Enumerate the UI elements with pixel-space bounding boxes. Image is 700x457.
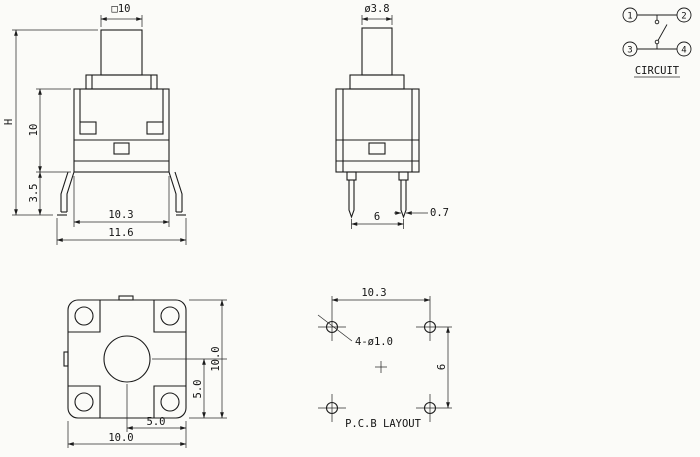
pcb-hole-spec-label: 4-ø1.0 bbox=[355, 336, 393, 348]
side-center-tab bbox=[368, 142, 386, 155]
pcb-layout: 10.3 4-ø1.0 6 P.C.B LAYOUT bbox=[317, 287, 452, 430]
bottom-corner-boss-br bbox=[160, 392, 180, 412]
bottom-stem-circle bbox=[103, 335, 151, 383]
side-right-pin bbox=[398, 171, 409, 219]
front-dim-lead-height-label: 3.5 bbox=[28, 184, 40, 203]
front-dim-total-height-label: H bbox=[3, 119, 15, 125]
terminal-2-label: 2 bbox=[681, 12, 686, 22]
pcb-hole-br bbox=[416, 394, 452, 422]
front-dim-lead-span: 11.6 bbox=[56, 218, 187, 245]
pcb-hole-tr bbox=[416, 296, 452, 341]
front-dim-button-width: □10 bbox=[100, 3, 143, 27]
bottom-dim-vertical: 5.0 10.0 bbox=[152, 299, 227, 419]
front-plunger bbox=[100, 29, 143, 76]
bottom-dim-half-width-label: 5.0 bbox=[147, 416, 166, 428]
bottom-dim-overall-height-label: 10.0 bbox=[210, 346, 222, 371]
front-dim-body-width: 10.3 bbox=[73, 176, 170, 227]
pcb-dim-pitch-h-label: 10.3 bbox=[361, 287, 386, 299]
bottom-left-tab bbox=[63, 351, 69, 367]
terminal-1-label: 1 bbox=[627, 12, 632, 22]
bottom-top-tab bbox=[118, 295, 134, 301]
side-dim-plunger-dia: ø3.8 bbox=[361, 3, 393, 25]
front-dim-total-height: H bbox=[3, 29, 98, 216]
circuit-diagram: 1 2 3 4 CIRCUIT bbox=[622, 7, 692, 78]
circuit-title: CIRCUIT bbox=[635, 65, 680, 77]
side-dim-pin-width-label: 0.7 bbox=[430, 207, 449, 219]
side-dim-pin-width: 0.7 bbox=[394, 207, 449, 219]
front-view: □10 H 10 3.5 10.3 11.6 bbox=[3, 3, 187, 245]
bottom-dim-horizontal: 5.0 10.0 bbox=[67, 384, 187, 448]
side-dim-plunger-dia-label: ø3.8 bbox=[364, 3, 389, 15]
front-right-clip bbox=[146, 121, 164, 135]
side-cap bbox=[349, 74, 405, 90]
bottom-dim-half-height-label: 5.0 bbox=[192, 380, 204, 399]
side-left-pin bbox=[346, 171, 357, 219]
front-dim-lead-span-label: 11.6 bbox=[108, 227, 133, 239]
front-left-lead bbox=[57, 171, 75, 216]
front-body bbox=[73, 88, 170, 173]
switch-contact-top bbox=[654, 19, 660, 25]
front-cap bbox=[85, 74, 158, 90]
front-dim-body-height: 10 bbox=[28, 88, 71, 173]
side-dim-pin-pitch: 6 bbox=[351, 211, 404, 229]
switch-contact-bottom bbox=[654, 39, 660, 45]
front-right-lead bbox=[168, 171, 186, 216]
pcb-hole-bl bbox=[318, 394, 346, 422]
pcb-hole-callout: 4-ø1.0 bbox=[317, 314, 393, 348]
side-plunger bbox=[361, 27, 393, 76]
switch-lever bbox=[657, 24, 668, 41]
pcb-center-mark bbox=[375, 361, 387, 373]
front-dim-body-height-label: 10 bbox=[28, 124, 40, 137]
front-left-clip bbox=[79, 121, 97, 135]
pcb-hole-tl bbox=[318, 296, 346, 341]
front-dim-body-width-label: 10.3 bbox=[108, 209, 133, 221]
front-center-tab bbox=[113, 142, 130, 155]
front-dim-button-width-label: □10 bbox=[112, 3, 131, 15]
pcb-dim-pitch-h: 10.3 bbox=[331, 287, 431, 302]
pcb-dim-pitch-v-label: 6 bbox=[436, 364, 448, 370]
terminal-3-label: 3 bbox=[627, 46, 632, 56]
front-dim-lead-height: 3.5 bbox=[28, 171, 42, 216]
side-dim-pin-pitch-label: 6 bbox=[374, 211, 380, 223]
bottom-corner-boss-tr bbox=[160, 306, 180, 326]
terminal-4-label: 4 bbox=[681, 46, 686, 56]
bottom-dim-overall-width-label: 10.0 bbox=[108, 432, 133, 444]
bottom-corner-boss-bl bbox=[74, 392, 94, 412]
bottom-corner-boss-tl bbox=[74, 306, 94, 326]
side-body bbox=[335, 88, 420, 173]
bottom-view: 5.0 10.0 5.0 10.0 bbox=[63, 295, 227, 448]
pcb-title: P.C.B LAYOUT bbox=[345, 418, 422, 430]
side-view: ø3.8 6 0.7 bbox=[335, 3, 449, 229]
pcb-dim-pitch-v: 6 bbox=[436, 326, 450, 409]
